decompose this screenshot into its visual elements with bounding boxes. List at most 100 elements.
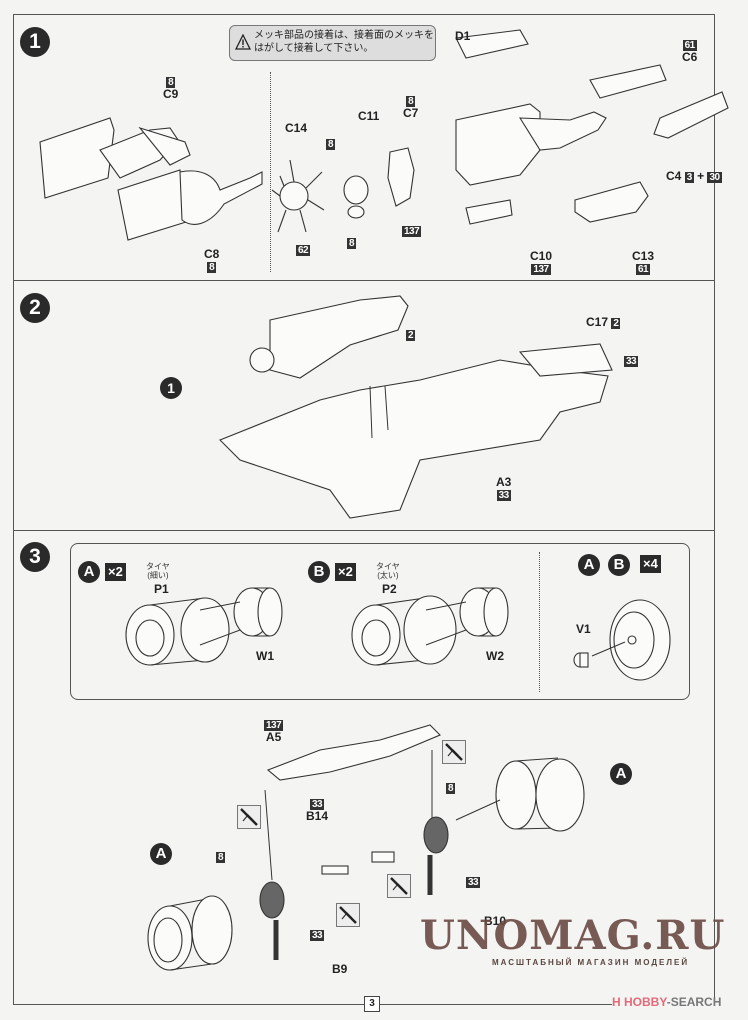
step-number-1: 1 [20, 27, 50, 57]
wheel-assembly-panel [70, 543, 690, 700]
quantity-badge: ×4 [640, 555, 661, 573]
part-w2-label: W2 [486, 649, 504, 663]
wheel-a-marker-right: A [610, 763, 632, 785]
paint-code-badge: 8 [166, 77, 176, 88]
step-number-2: 2 [20, 293, 50, 323]
wheel-assembled [609, 599, 671, 681]
part-b9-label: B9 [332, 962, 348, 976]
paint-code-badge: 62 [296, 245, 311, 256]
quantity-badge: ×2 [335, 563, 356, 581]
wheel-group-a-marker: A [578, 554, 600, 576]
paint-code-badge: 33 [309, 799, 325, 810]
step-number-3: 3 [20, 542, 50, 572]
no-glue-icon [336, 903, 360, 927]
guide-line [591, 641, 626, 657]
fan-c14 [271, 159, 325, 233]
transmission-case-c8 [117, 169, 263, 241]
paint-code-badge: 61 [682, 40, 697, 51]
wheel-a-marker-left: A [150, 843, 172, 865]
step-divider-1-2 [13, 280, 715, 281]
step1-separator [270, 72, 271, 272]
wheel-w1 [233, 587, 283, 637]
unomag-watermark: UNOMAG.RU [420, 912, 726, 959]
instruction-frame [13, 14, 715, 1005]
paint-code-badge: 137 [402, 226, 422, 237]
paint-code-badge: 8 [326, 139, 336, 150]
footer-line-right [380, 1004, 612, 1005]
exhaust-manifold-c13 [574, 181, 649, 223]
paint-code-badge: 2 [406, 330, 416, 341]
wheel-left-a [147, 895, 233, 971]
wheel-w2 [459, 587, 509, 637]
paint-code-badge: 33 [624, 356, 639, 367]
note-text: メッキ部品の接着は、接着面のメッキを はがして接着して下さい。 [254, 29, 434, 55]
suspension-arm-a5 [266, 724, 441, 781]
footer-line-left [13, 1004, 364, 1005]
wheel-group-a-marker: A [78, 561, 100, 583]
wheel-group-b-marker: B [308, 561, 330, 583]
paint-code-badge: 30 [707, 172, 722, 183]
part-c14-label: C14 [285, 121, 308, 135]
hobby-logo-icon: H [612, 995, 621, 1009]
step-reference-1: 1 [160, 377, 182, 399]
guide-line [425, 629, 467, 646]
pulley-c11 [343, 175, 369, 219]
paint-code-badge: 33 [466, 877, 481, 888]
guide-line [369, 385, 373, 439]
intake-c6 [589, 64, 667, 99]
part-v1-label: V1 [576, 622, 591, 636]
oil-pan-c10 [465, 199, 513, 225]
note-line-2: はがして接着して下さい。 [254, 43, 374, 54]
transmission-housing-c9 [39, 117, 191, 199]
paint-code-badge: 33 [496, 490, 511, 501]
chassis-a3 [219, 343, 613, 519]
quantity-badge: ×2 [105, 563, 126, 581]
upright-right [423, 816, 449, 895]
guide-line [384, 385, 389, 431]
paint-code-badge: 137 [264, 720, 284, 731]
part-c4-label: C4 3 + 30 [666, 169, 722, 183]
paint-code-badge: 8 [446, 783, 456, 794]
cap-v1 [573, 652, 589, 668]
no-glue-icon [442, 740, 466, 764]
wheel-group-b-marker: B [608, 554, 630, 576]
paint-code-badge: 2 [611, 318, 621, 329]
tire-note: タイヤ(細い) [146, 562, 170, 580]
part-c17-label: C17 2 [586, 315, 621, 329]
guide-line [425, 601, 467, 611]
tire-p2 [351, 595, 457, 666]
paint-code-badge: 33 [310, 930, 325, 941]
paint-code-badge: 8 [207, 262, 217, 273]
tire-note: タイヤ(太い) [376, 562, 400, 580]
chrome-glue-note: メッキ部品の接着は、接着面のメッキを はがして接着して下さい。 [229, 25, 436, 61]
paint-code-badge: 3 [684, 172, 694, 183]
paint-code-badge: 8 [347, 238, 357, 249]
tire-p1 [125, 597, 230, 666]
unomag-watermark-subtitle: МАСШТАБНЫЙ МАГАЗИН МОДЕЛЕЙ [492, 958, 690, 967]
bolt-b14 [321, 851, 395, 875]
timing-cover-c7 [387, 147, 415, 207]
part-b10-label: B10 [484, 914, 507, 928]
air-cleaner-c4 [653, 91, 729, 139]
paint-code-badge: 61 [635, 264, 651, 275]
paint-code-badge: 137 [531, 264, 551, 275]
step-divider-2-3 [13, 530, 715, 531]
paint-code-badge: 8 [216, 852, 226, 863]
note-line-1: メッキ部品の接着は、接着面のメッキを [254, 30, 434, 41]
guide-line [199, 629, 241, 646]
wheel-right-a [495, 757, 585, 832]
part-w1-label: W1 [256, 649, 274, 663]
page-number: 3 [364, 996, 380, 1012]
wheel-panel-separator [539, 552, 540, 692]
part-c11-label: C11 [358, 109, 380, 123]
hobby-search-watermark: H HOBBY-SEARCH [612, 995, 722, 1009]
